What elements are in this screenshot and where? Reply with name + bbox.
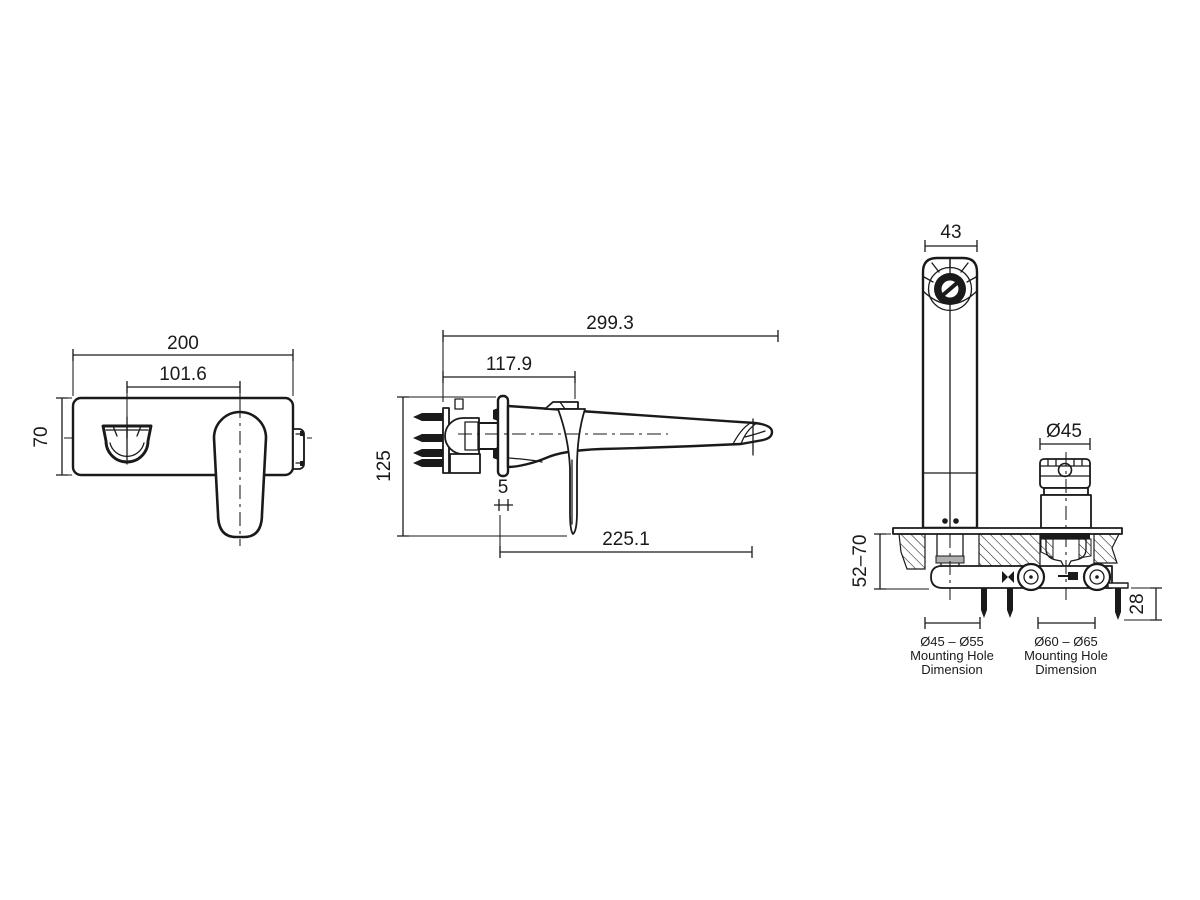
end-aerator-ring xyxy=(927,266,973,312)
side-bodydepth-dimline xyxy=(442,371,576,383)
end-spoutwidth-label: 43 xyxy=(940,222,961,243)
side-valve-cap xyxy=(444,417,480,455)
side-lower-block xyxy=(449,453,481,474)
end-spout-dot-left xyxy=(942,518,948,524)
front-side-tab-nubs xyxy=(300,431,304,466)
side-spout xyxy=(506,404,774,469)
end-mount-note-left: Ø45 – Ø55 Mounting Hole Dimension xyxy=(910,634,994,677)
end-mount-note-right-line3: Dimension xyxy=(1035,662,1096,677)
end-mount-left-dimline xyxy=(924,617,981,629)
end-mount-note-right: Ø60 – Ø65 Mounting Hole Dimension xyxy=(1024,634,1108,677)
front-height-extlines xyxy=(56,397,72,476)
end-wall-hatch-right xyxy=(1093,533,1120,564)
end-handle-screw xyxy=(1057,462,1073,478)
side-reach-dimline xyxy=(499,546,753,558)
side-spout-underline xyxy=(508,457,543,463)
end-mount-right-dimline xyxy=(1037,617,1096,629)
end-view: 43 Ø45 52–70 28 Ø45 – Ø55 Mounting Hole … xyxy=(850,222,1162,677)
end-fixing-nut-right-inner xyxy=(1089,569,1105,585)
side-height-label: 125 xyxy=(374,450,395,482)
end-wallrange-label: 52–70 xyxy=(850,535,871,588)
side-overall-label: 299.3 xyxy=(586,313,634,334)
front-view: 200 101.6 70 xyxy=(31,333,312,546)
end-spoutwidth-dimline xyxy=(924,240,978,252)
end-fixing-nut-left-inner xyxy=(1023,569,1039,585)
side-reach-label: 225.1 xyxy=(602,529,650,550)
end-handledia-dimline xyxy=(1039,438,1091,450)
side-height-dimline xyxy=(397,396,409,537)
side-overall-dimline xyxy=(442,330,779,342)
side-inlet-lugs xyxy=(413,413,445,467)
end-wall-hatch-mid xyxy=(978,533,1041,567)
side-spout-tip-detail xyxy=(732,418,766,456)
front-view-dimensions: 200 101.6 70 xyxy=(31,333,294,476)
end-mount-note-left-line2: Mounting Hole xyxy=(910,648,994,663)
end-mount-note-right-line2: Mounting Hole xyxy=(1024,648,1108,663)
end-fixing-nut-left-dot xyxy=(1029,575,1033,579)
side-flange-thickness-dimline xyxy=(494,499,513,511)
end-lug-label: 28 xyxy=(1127,593,1148,614)
end-handle-valve-cap xyxy=(1040,533,1090,539)
front-handle xyxy=(212,410,268,539)
front-centers-dimline xyxy=(126,381,241,393)
end-view-dimensions: 43 Ø45 52–70 28 Ø45 – Ø55 Mounting Hole … xyxy=(850,222,1162,677)
end-wall-hatch-left xyxy=(898,533,926,570)
front-height-label: 70 xyxy=(31,426,52,447)
side-top-stem xyxy=(454,398,464,410)
end-spigot-fitting xyxy=(1068,572,1078,580)
front-centers-label: 101.6 xyxy=(159,364,207,385)
end-fixing-nut-right-dot xyxy=(1095,575,1099,579)
end-wallrange-dimline xyxy=(874,533,886,590)
end-aerator-slot xyxy=(941,281,959,297)
side-body-tube xyxy=(478,422,499,450)
front-width-label: 200 xyxy=(167,333,199,354)
end-view-drawing xyxy=(892,256,1129,620)
side-height-extlines xyxy=(399,396,567,537)
side-view: 299.3 117.9 125 5 225.1 xyxy=(374,313,779,558)
end-mount-note-left-line3: Dimension xyxy=(921,662,982,677)
side-view-drawing xyxy=(413,394,774,535)
side-wall-flange xyxy=(496,394,510,478)
end-fixing-lugs xyxy=(981,588,1121,620)
side-lever-mount-detail xyxy=(559,401,566,410)
side-bodydepth-label: 117.9 xyxy=(486,354,532,375)
end-lug-dimline xyxy=(1150,587,1162,621)
end-mount-note-right-range: Ø60 – Ø65 xyxy=(1034,634,1098,649)
end-mount-note-left-range: Ø45 – Ø55 xyxy=(920,634,984,649)
front-view-drawing xyxy=(64,396,312,546)
side-flange-seals xyxy=(493,408,498,460)
end-column-stubs xyxy=(936,533,964,568)
end-bowtie-fitting xyxy=(1002,571,1014,583)
end-lug-bracket xyxy=(1107,582,1129,589)
end-spout-dot-right xyxy=(953,518,959,524)
side-valve-cap-inner xyxy=(464,421,479,451)
side-flange-thickness-label: 5 xyxy=(498,477,509,498)
side-view-dimensions: 299.3 117.9 125 5 225.1 xyxy=(374,313,779,558)
front-width-dimline xyxy=(72,349,294,361)
end-handledia-label: Ø45 xyxy=(1046,421,1082,442)
front-height-dimline xyxy=(56,397,68,476)
